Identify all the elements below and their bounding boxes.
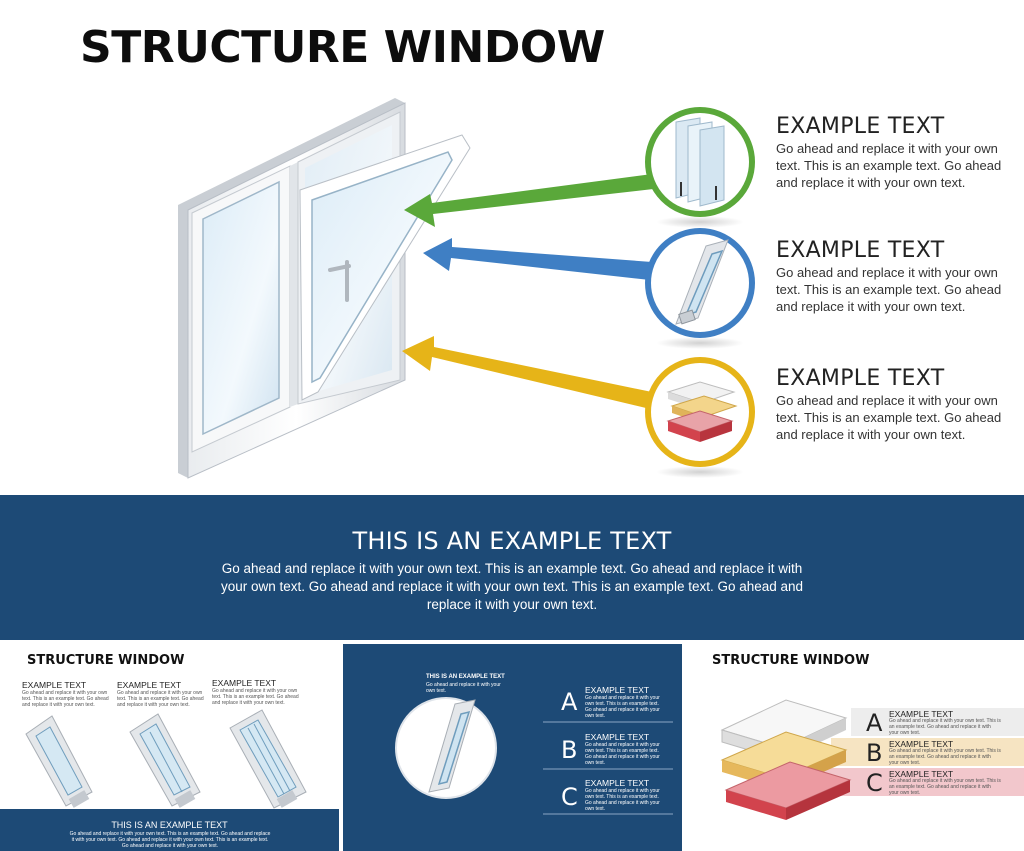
feature-item-title: EXAMPLE TEXT bbox=[776, 366, 945, 391]
summary-title: THIS IS AN EXAMPLE TEXT bbox=[352, 527, 672, 555]
row-band-b bbox=[831, 738, 1024, 766]
feature-item-1: EXAMPLE TEXT Go ahead and replace it wit… bbox=[776, 114, 1016, 191]
item-title: EXAMPLE TEXT bbox=[889, 739, 954, 749]
column-title: EXAMPLE TEXT bbox=[117, 680, 182, 690]
item-letter: B bbox=[561, 736, 578, 764]
triple-glazing-profile-icon bbox=[229, 709, 307, 809]
feature-item-2: EXAMPLE TEXT Go ahead and replace it wit… bbox=[776, 238, 1016, 315]
row-band-a bbox=[851, 708, 1024, 736]
column-body: Go ahead and replace it with your own te… bbox=[212, 688, 299, 706]
thumbnail-title: STRUCTURE WINDOW bbox=[712, 653, 870, 668]
window-illustration bbox=[178, 98, 755, 479]
summary-band: THIS IS AN EXAMPLE TEXT Go ahead and rep… bbox=[0, 495, 1024, 640]
item-body: Go ahead and replace it with your own te… bbox=[889, 748, 1001, 766]
item-body: Go ahead and replace it with your own te… bbox=[889, 778, 1001, 796]
red-sill-layer bbox=[724, 761, 852, 820]
item-title: EXAMPLE TEXT bbox=[889, 709, 954, 719]
thumbnail-summary-body: Go ahead and replace it with your own te… bbox=[69, 831, 271, 849]
item-title: EXAMPLE TEXT bbox=[585, 685, 650, 695]
item-letter: A bbox=[866, 709, 883, 737]
window-profile-icon bbox=[428, 699, 476, 793]
item-title: EXAMPLE TEXT bbox=[585, 732, 650, 742]
layered-sill-icon bbox=[645, 357, 755, 478]
yellow-arrow bbox=[402, 336, 652, 408]
thumbnail-summary-title: THIS IS AN EXAMPLE TEXT bbox=[111, 820, 228, 830]
thumbnail-summary-band: THIS IS AN EXAMPLE TEXT Go ahead and rep… bbox=[0, 809, 339, 851]
circle-profile-illustration bbox=[395, 697, 673, 815]
item-body: Go ahead and replace it with your own te… bbox=[585, 742, 660, 766]
glass-panes-icon bbox=[645, 107, 755, 228]
column-title: EXAMPLE TEXT bbox=[22, 680, 87, 690]
item-title: EXAMPLE TEXT bbox=[585, 778, 650, 788]
feature-item-body: Go ahead and replace it with your own te… bbox=[776, 393, 1002, 442]
feature-item-title: EXAMPLE TEXT bbox=[776, 114, 945, 139]
feature-item-title: EXAMPLE TEXT bbox=[776, 238, 945, 263]
thumbnail-title: STRUCTURE WINDOW bbox=[27, 653, 185, 668]
item-letter: A bbox=[561, 688, 578, 716]
feature-item-body: Go ahead and replace it with your own te… bbox=[776, 265, 1002, 314]
feature-item-3: EXAMPLE TEXT Go ahead and replace it wit… bbox=[776, 366, 1016, 443]
item-letter: C bbox=[561, 783, 578, 811]
column-title: EXAMPLE TEXT bbox=[212, 678, 277, 688]
item-letter: C bbox=[866, 769, 883, 797]
blue-arrow bbox=[423, 238, 652, 280]
layered-sill-illustration bbox=[720, 699, 852, 820]
window-frame bbox=[178, 98, 471, 479]
thumbnail-slide-3[interactable]: STRUCTURE WINDOW A EXAMPLE TEXT Go ahead… bbox=[686, 644, 1024, 851]
item-title: EXAMPLE TEXT bbox=[889, 769, 954, 779]
item-letter: B bbox=[866, 739, 883, 767]
page-title: STRUCTURE WINDOW bbox=[80, 22, 605, 73]
summary-body: Go ahead and replace it with your own te… bbox=[220, 561, 804, 612]
column-body: Go ahead and replace it with your own te… bbox=[22, 690, 109, 708]
green-arrow bbox=[404, 173, 662, 227]
thumbnail-slide-1[interactable]: STRUCTURE WINDOW EXAMPLE TEXT Go ahead a… bbox=[0, 644, 339, 851]
item-body: Go ahead and replace it with your own te… bbox=[585, 788, 660, 812]
thumbnail-slide-2[interactable]: THIS IS AN EXAMPLE TEXT Go ahead and rep… bbox=[343, 644, 682, 851]
window-profile-icon bbox=[645, 228, 755, 349]
double-glazing-profile-icon bbox=[129, 713, 201, 808]
column-body: Go ahead and replace it with your own te… bbox=[117, 690, 204, 708]
profile-sections-illustration bbox=[25, 709, 307, 809]
feature-item-body: Go ahead and replace it with your own te… bbox=[776, 141, 1002, 190]
thumbnail-heading: THIS IS AN EXAMPLE TEXT bbox=[426, 674, 505, 680]
single-glazing-profile-icon bbox=[25, 715, 93, 808]
item-body: Go ahead and replace it with your own te… bbox=[889, 718, 1001, 736]
main-slide: STRUCTURE WINDOW EXAMPLE TEXT Go ahead a… bbox=[80, 22, 1016, 479]
thumbnail-heading-body: Go ahead and replace it with your own te… bbox=[426, 682, 501, 694]
item-body: Go ahead and replace it with your own te… bbox=[585, 695, 660, 719]
